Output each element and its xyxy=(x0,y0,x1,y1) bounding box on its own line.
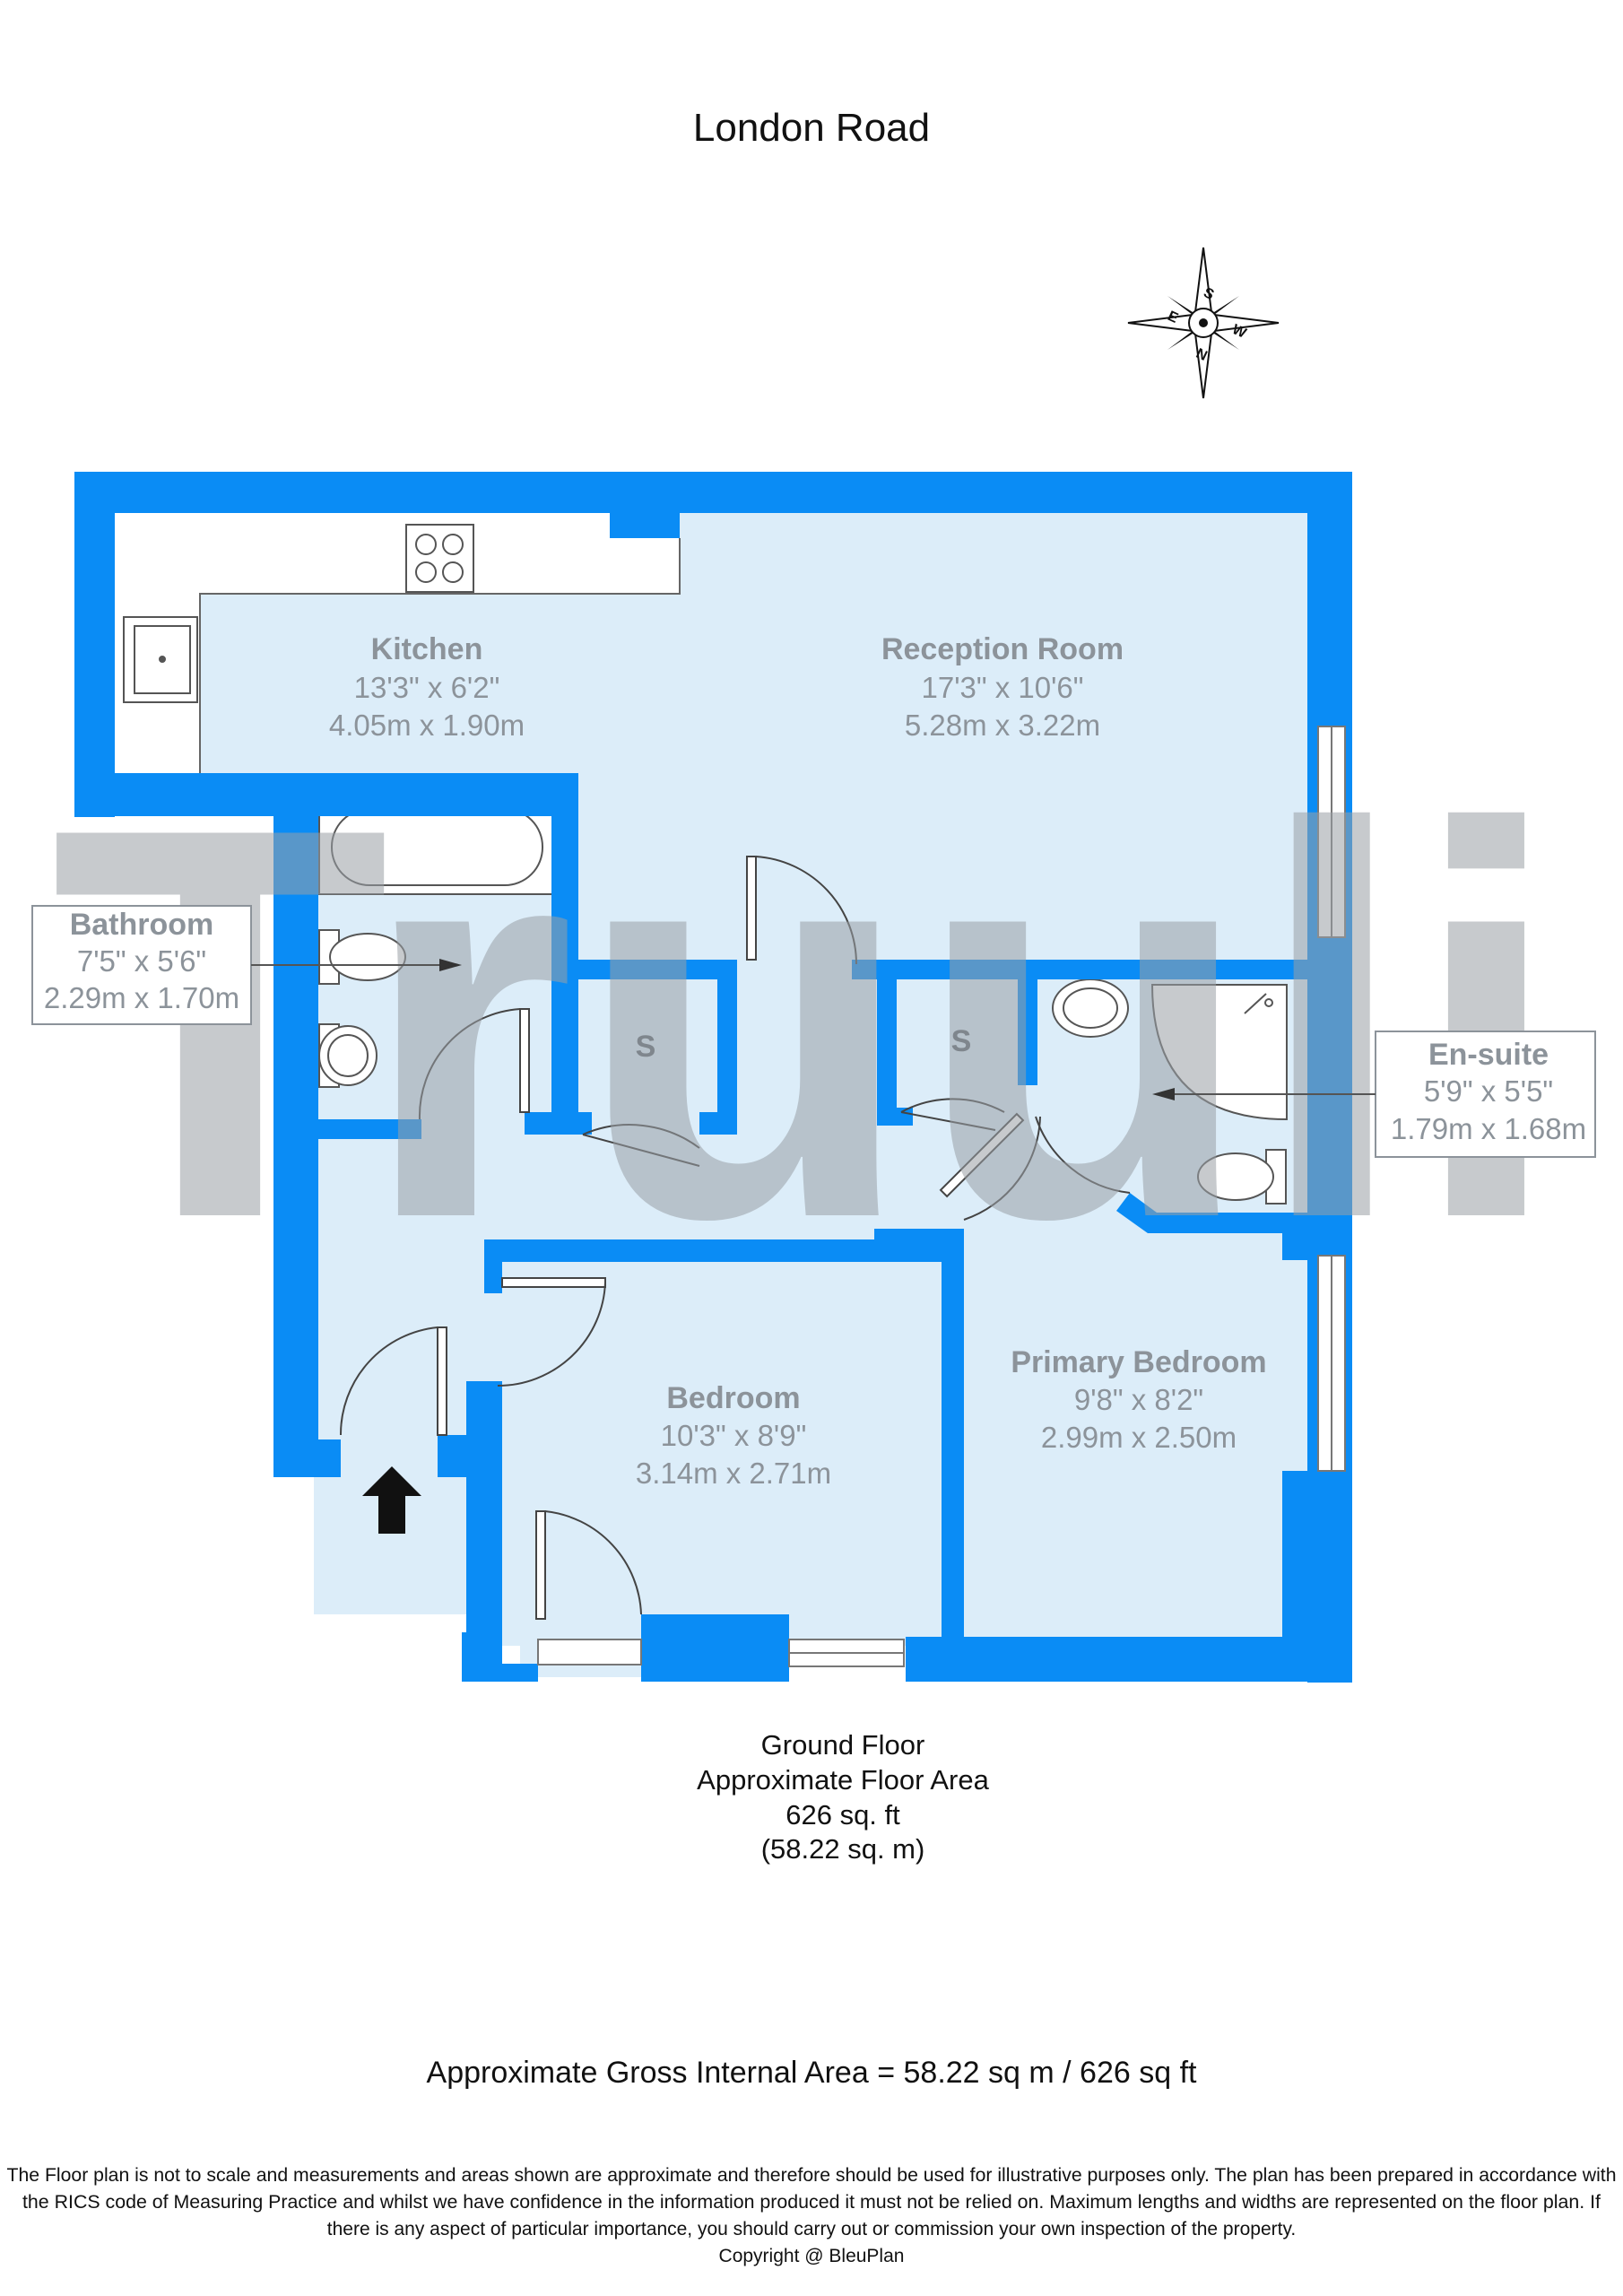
page-title: London Road xyxy=(693,106,930,150)
room-metric: 2.29m x 1.70m xyxy=(44,981,239,1014)
room-label-primary-bedroom: Primary Bedroom 9'8" x 8'2" 2.99m x 2.50… xyxy=(1011,1345,1266,1454)
room-imperial: 9'8" x 8'2" xyxy=(1074,1383,1203,1416)
floor-sqm: (58.22 sq. m) xyxy=(761,1833,925,1865)
windows xyxy=(537,726,1346,1667)
kitchen-sink-icon xyxy=(123,616,198,703)
room-metric: 3.14m x 2.71m xyxy=(636,1457,831,1490)
ensuite-basin-icon xyxy=(1052,978,1129,1038)
doors xyxy=(339,856,1131,1620)
room-metric: 4.05m x 1.90m xyxy=(329,709,525,742)
hob-icon xyxy=(405,524,474,593)
disclaimer-line-2: the RICS code of Measuring Practice and … xyxy=(22,2192,1601,2213)
room-label-ensuite: En-suite 5'9" x 5'5" 1.79m x 1.68m xyxy=(1152,1031,1596,1158)
bedroom-bottom-opening xyxy=(537,1639,642,1665)
room-metric: 1.79m x 1.68m xyxy=(1391,1112,1586,1145)
copyright: Copyright @ BleuPlan xyxy=(719,2246,905,2266)
walls xyxy=(74,472,1352,1683)
storage-label-2: S xyxy=(951,1024,972,1058)
floor-info: Ground Floor Approximate Floor Area 626 … xyxy=(697,1729,989,1865)
gross-internal-area: Approximate Gross Internal Area = 58.22 … xyxy=(427,2056,1198,2090)
room-imperial: 7'5" x 5'6" xyxy=(77,944,206,978)
room-metric: 5.28m x 3.22m xyxy=(905,709,1100,742)
floor-sqft: 626 sq. ft xyxy=(785,1799,900,1831)
room-name: En-suite xyxy=(1428,1038,1549,1072)
storage-label-1: S xyxy=(636,1030,656,1064)
kitchen-counter xyxy=(115,513,681,773)
room-name: Kitchen xyxy=(371,632,483,666)
room-label-bedroom: Bedroom 10'3" x 8'9" 3.14m x 2.71m xyxy=(636,1381,831,1490)
shower-icon xyxy=(1150,984,1288,1121)
room-metric: 2.99m x 2.50m xyxy=(1041,1421,1237,1454)
toilet-icon xyxy=(318,929,406,985)
basin-icon xyxy=(318,1023,378,1088)
room-name: Primary Bedroom xyxy=(1011,1345,1266,1379)
disclaimer-line-1: The Floor plan is not to scale and measu… xyxy=(7,2165,1617,2186)
compass-icon: S W N E xyxy=(1127,247,1280,399)
room-label-bathroom: Bathroom 7'5" x 5'6" 2.29m x 1.70m xyxy=(31,905,462,1025)
room-name: Bathroom xyxy=(70,908,214,942)
watermark-logo: Truuli xyxy=(50,713,1564,1334)
room-name: Bedroom xyxy=(666,1381,800,1415)
room-imperial: 5'9" x 5'5" xyxy=(1424,1074,1553,1108)
disclaimer: The Floor plan is not to scale and measu… xyxy=(7,2165,1617,2266)
floor-area xyxy=(115,513,1307,1677)
room-name: Reception Room xyxy=(881,632,1124,666)
room-label-kitchen: Kitchen 13'3" x 6'2" 4.05m x 1.90m xyxy=(329,632,525,742)
room-label-reception: Reception Room 17'3" x 10'6" 5.28m x 3.2… xyxy=(881,632,1124,742)
entrance-arrow-icon xyxy=(362,1466,421,1534)
ensuite-toilet-icon xyxy=(1197,1149,1287,1205)
floor-name: Ground Floor xyxy=(761,1729,925,1761)
room-imperial: 17'3" x 10'6" xyxy=(922,671,1084,704)
room-imperial: 10'3" x 8'9" xyxy=(661,1419,807,1452)
room-imperial: 13'3" x 6'2" xyxy=(354,671,500,704)
floor-area-label: Approximate Floor Area xyxy=(697,1764,989,1796)
disclaimer-line-3: there is any aspect of particular import… xyxy=(327,2219,1296,2239)
